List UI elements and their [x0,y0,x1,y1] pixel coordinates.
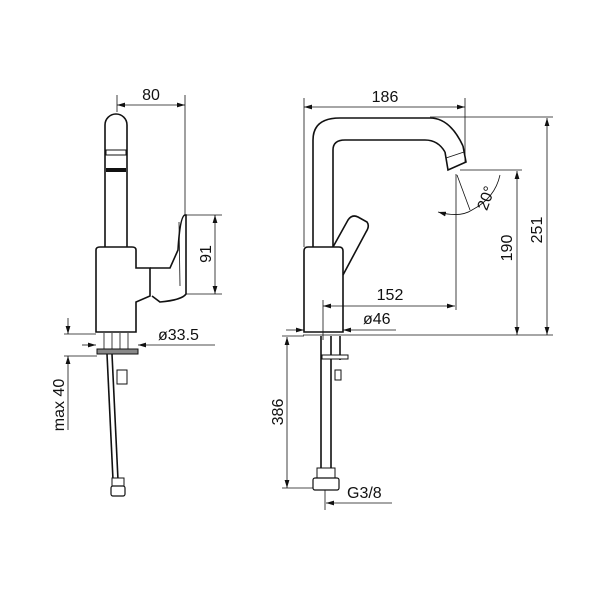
dim-reach-label: 152 [377,287,404,304]
dim-hose-length-label: 386 [270,399,287,426]
front-view: 186 251 190 20° 152 ø46 386 G3/8 [270,89,553,510]
dim-diameter-label: ø33.5 [158,327,199,344]
dim-height-total-label: 251 [529,217,546,244]
dim-width-label: 80 [142,87,160,104]
dim-spout-height-label: 190 [499,235,516,262]
dim-reach-total-label: 186 [372,89,399,106]
side-faucet-body [95,113,187,497]
dim-diameter-front-label: ø46 [363,311,391,328]
dim-thread-label: G3/8 [347,485,382,502]
front-faucet-body [303,117,467,491]
dim-max-thickness-label: max 40 [51,379,68,432]
side-view: 80 91 ø33.5 max 40 [51,87,222,497]
dim-handle-height-label: 91 [198,245,215,263]
